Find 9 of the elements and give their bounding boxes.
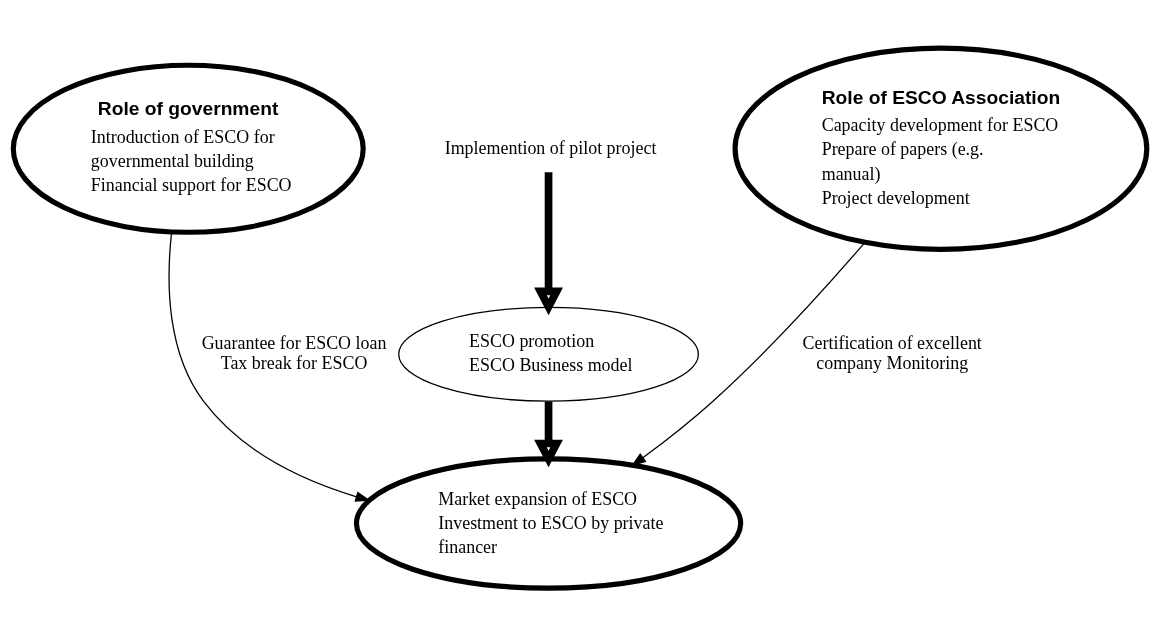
node-ellipse: ESCO promotion ESCO Business model: [398, 306, 700, 402]
node-ellipse: Role of government Introduction of ESCO for governmental building Financial support for ESCO: [10, 62, 366, 235]
arrow: [630, 241, 866, 467]
arrow: [534, 171, 563, 315]
edge-label: Guarantee for ESCO loan Tax break for ESCO: [201, 332, 387, 373]
node-ellipse: Role of ESCO Association Capacity development for ESCO Prepare of papers (e.g. manual) Project development: [732, 45, 1150, 252]
edge-label: Certification of excellent company Monitoring: [802, 332, 982, 373]
node-text: Implemention of pilot project: [444, 137, 657, 158]
arrow: [168, 231, 371, 502]
